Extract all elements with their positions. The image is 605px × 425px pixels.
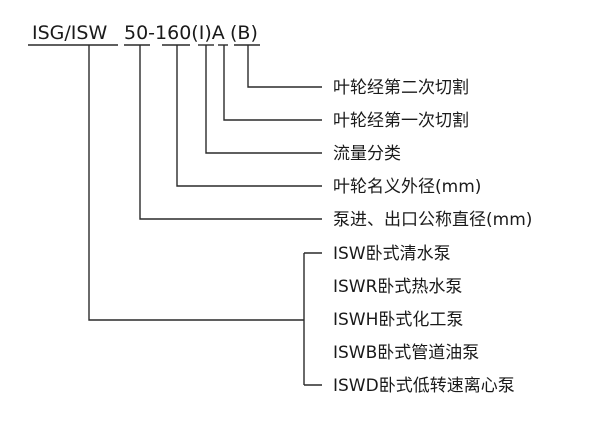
- label-first-cut: 叶轮经第一次切割: [333, 111, 469, 131]
- connector-first-cut: [223, 45, 322, 121]
- pump-type-item: ISW卧式清水泵: [333, 244, 451, 264]
- connector-impeller-diameter: [176, 45, 322, 187]
- pump-type-list: ISW卧式清水泵 ISWR卧式热水泵 ISWH卧式化工泵 ISWB卧式管道油泵 …: [333, 244, 515, 396]
- connector-lines: [88, 45, 322, 386]
- connector-flow-class: [205, 45, 322, 154]
- label-inlet-outlet-diameter: 泵进、出口公称直径(mm): [333, 210, 532, 230]
- code-suffix: (B): [230, 22, 258, 44]
- label-second-cut: 叶轮经第二次切割: [333, 78, 469, 98]
- pump-type-item: ISWD卧式低转速离心泵: [333, 376, 515, 396]
- label-impeller-diameter: 叶轮名义外径(mm): [333, 177, 481, 197]
- model-code: ISG/ISW 50-160(I)A (B): [32, 22, 258, 44]
- label-flow-class: 流量分类: [333, 144, 401, 164]
- pump-type-item: ISWH卧式化工泵: [333, 310, 463, 330]
- pump-type-item: ISWR卧式热水泵: [333, 277, 462, 297]
- connector-second-cut: [247, 45, 322, 88]
- connector-series: [88, 45, 304, 321]
- connector-inlet-outlet: [139, 45, 322, 220]
- code-number: 50-160(I)A: [124, 22, 225, 44]
- pump-type-item: ISWB卧式管道油泵: [333, 343, 479, 363]
- labels: 叶轮经第二次切割 叶轮经第一次切割 流量分类 叶轮名义外径(mm) 泵进、出口公…: [333, 78, 532, 230]
- code-series: ISG/ISW: [32, 22, 107, 44]
